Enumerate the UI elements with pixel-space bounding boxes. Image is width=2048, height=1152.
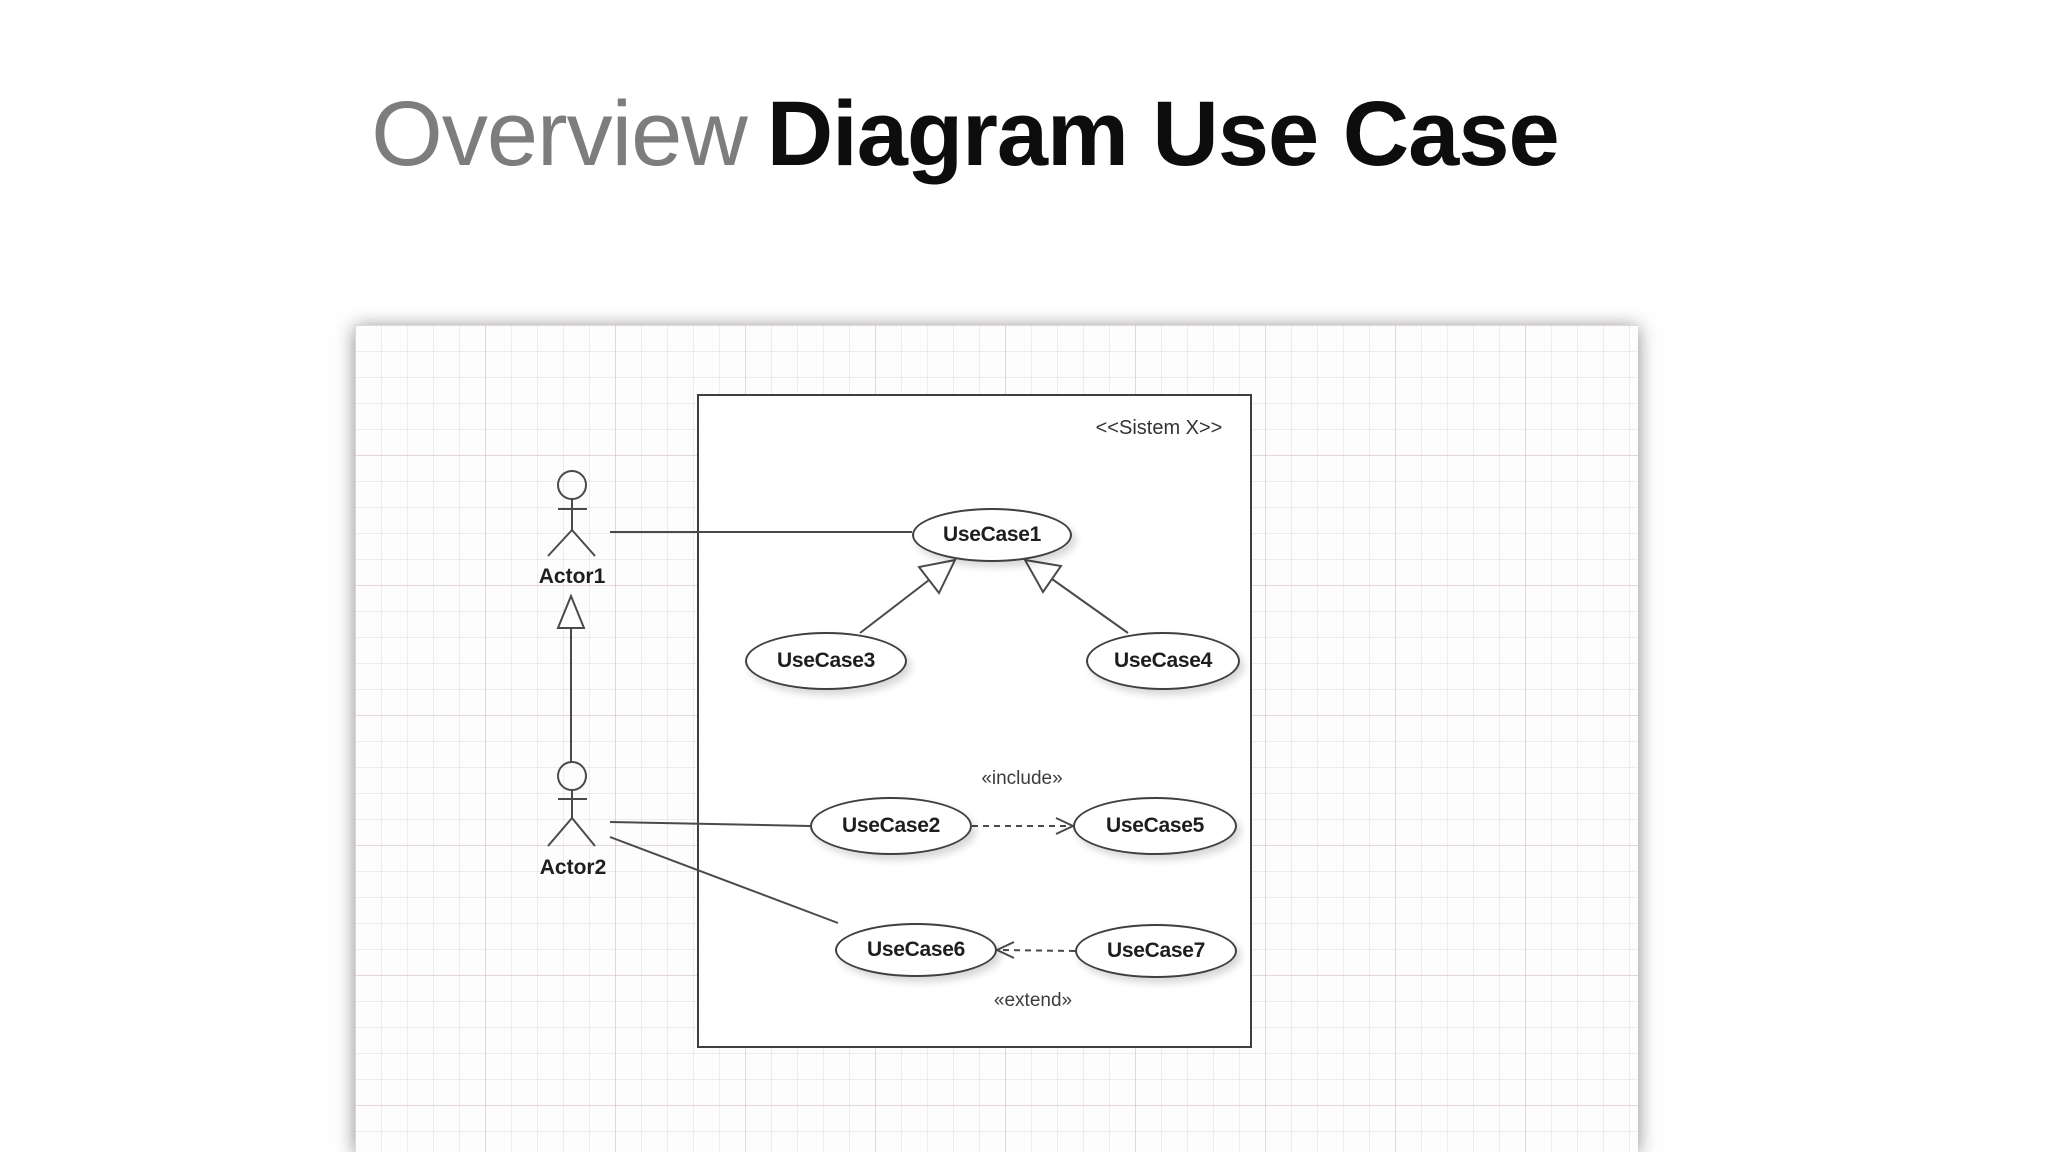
actor2-label: Actor2 [539, 856, 607, 879]
edge-usecase2-usecase5-include [972, 817, 1076, 835]
edge-usecase4-usecase1-generalization [1023, 558, 1129, 634]
usecase2-label: UseCase2 [841, 814, 940, 837]
edge-actor2-usecase6 [609, 836, 839, 924]
usecase4-label: UseCase4 [1113, 649, 1212, 672]
page-title-main: Diagram Use Case [766, 83, 1560, 185]
usecase5-label: UseCase5 [1105, 814, 1204, 837]
edge-actor2-actor1-generalization [556, 593, 586, 762]
include-stereotype-label: «include» [981, 768, 1063, 789]
edge-usecase7-usecase6-extend [994, 941, 1076, 959]
usecase3-node: UseCase3 [745, 632, 907, 690]
usecase3-label: UseCase3 [776, 649, 875, 672]
usecase2-node: UseCase2 [810, 797, 972, 855]
usecase7-label: UseCase7 [1106, 939, 1205, 962]
edge-actor2-usecase2 [609, 821, 811, 827]
usecase5-node: UseCase5 [1073, 797, 1237, 855]
actor1-label: Actor1 [538, 565, 606, 588]
usecase1-label: UseCase1 [942, 523, 1041, 546]
usecase1-node: UseCase1 [912, 508, 1072, 562]
diagram-canvas: <<Sistem X>> [355, 325, 1638, 1152]
page-title-prefix: Overview [371, 83, 747, 185]
edge-usecase3-usecase1-generalization [859, 558, 957, 634]
usecase4-node: UseCase4 [1086, 632, 1240, 690]
actor2-figure [547, 761, 596, 847]
actor1-figure [547, 470, 596, 557]
usecase6-node: UseCase6 [835, 923, 997, 977]
system-boundary-label: <<Sistem X>> [1095, 417, 1223, 439]
diagram-edges [547, 470, 1129, 959]
usecase7-node: UseCase7 [1075, 924, 1237, 978]
extend-stereotype-label: «extend» [993, 990, 1073, 1011]
usecase6-label: UseCase6 [866, 938, 965, 961]
